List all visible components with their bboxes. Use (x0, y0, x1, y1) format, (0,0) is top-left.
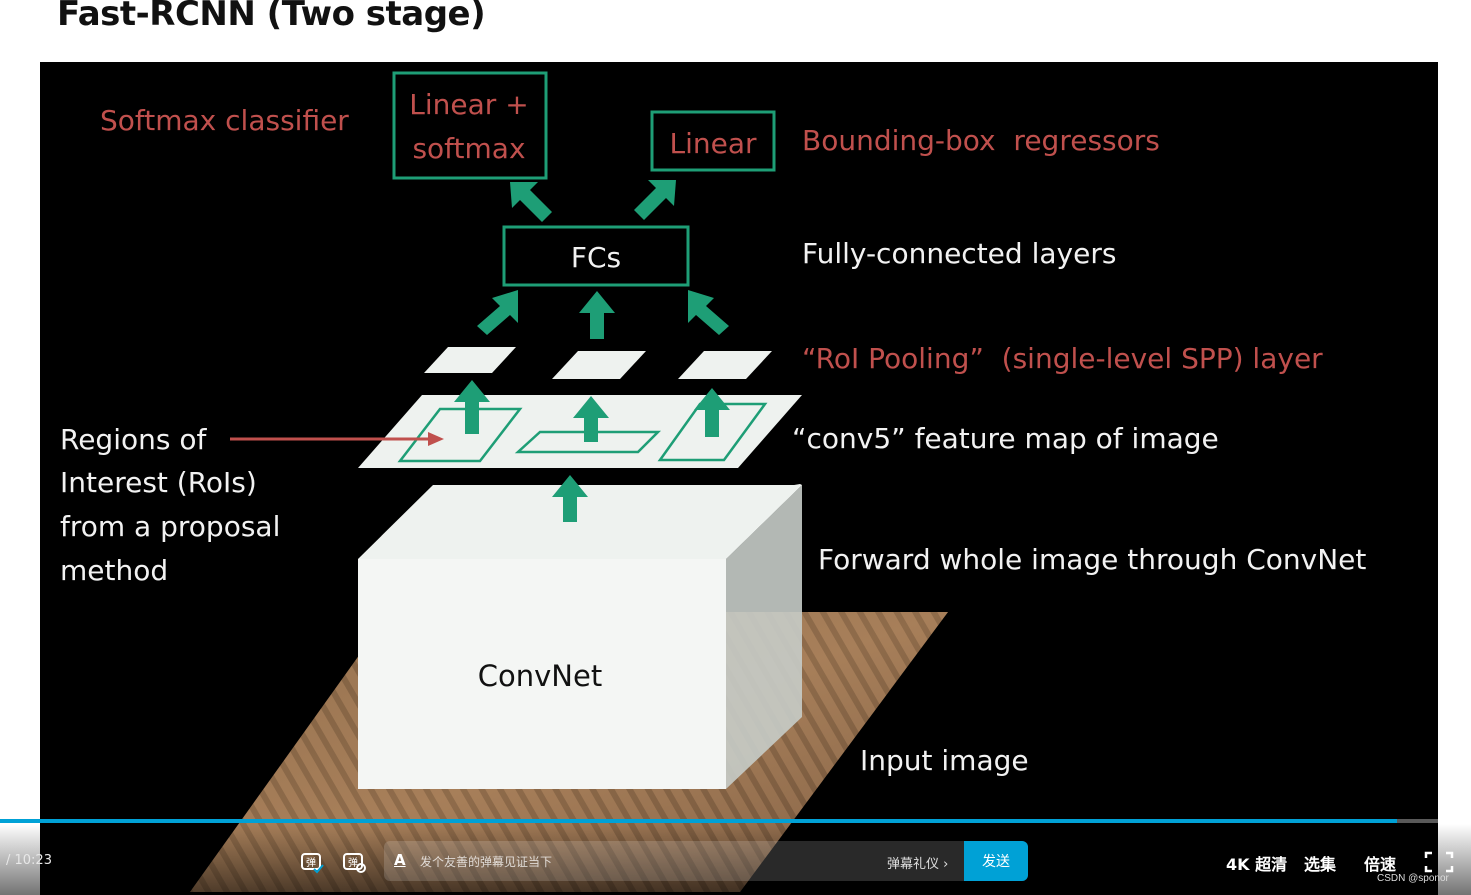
roi-box-3 (657, 402, 768, 462)
linear-softmax-label-line1: Linear + (409, 88, 528, 121)
danmaku-input[interactable] (418, 841, 882, 881)
roi-pool-3 (678, 351, 772, 379)
episodes-button[interactable]: 选集 (1304, 855, 1337, 874)
arrow-roi2-to-pool (573, 396, 609, 442)
arrow-roi1-to-pool (454, 380, 490, 434)
linear-softmax-label-line2: softmax (412, 132, 525, 165)
fullscreen-icon[interactable] (1424, 850, 1454, 874)
roi-box-1 (397, 407, 523, 463)
font-a-icon[interactable]: A (394, 851, 406, 869)
input-image-label: Input image (860, 744, 1029, 777)
danmaku-bar: A 弹幕礼仪 › 发送 (384, 841, 1028, 881)
roi-pooling-label: “RoI Pooling” (single-level SPP) layer (802, 342, 1323, 375)
time-display: / 10:23 (6, 853, 52, 868)
rois-pointer-head (428, 432, 444, 446)
linear-box (650, 110, 776, 172)
svg-text:弹: 弹 (306, 856, 316, 869)
progress-bar-fill (0, 819, 1398, 823)
convnet-label: ConvNet (478, 659, 602, 693)
arrow-pool3-to-fcs (688, 290, 729, 335)
danmaku-etiquette-link[interactable]: 弹幕礼仪 › (887, 857, 949, 872)
arrow-convnet-to-conv5 (552, 475, 588, 522)
forward-label: Forward whole image through ConvNet (818, 543, 1366, 576)
player-controls: / 10:23 弹 弹 A 弹幕礼仪 › 发送 4K 超清 选集 倍速 (0, 824, 1471, 895)
regions-label-line4: method (60, 554, 168, 587)
softmax-classifier-label: Softmax classifier (100, 104, 349, 137)
regions-label-line3: from a proposal (60, 510, 280, 543)
convnet-box-front (358, 559, 726, 789)
arrow-roi3-to-pool (694, 388, 730, 437)
arrow-pool2-to-fcs (579, 291, 615, 339)
fcs-label: FCs (571, 241, 621, 274)
progress-bar[interactable] (0, 819, 1471, 823)
slide-title: Fast-RCNN (Two stage) (57, 0, 486, 34)
csdn-watermark: CSDN @sponor (1377, 873, 1449, 884)
fully-connected-label: Fully-connected layers (802, 237, 1116, 270)
conv5-label: “conv5” feature map of image (792, 422, 1219, 455)
speed-button[interactable]: 倍速 (1364, 855, 1397, 874)
bbox-regressors-label: Bounding-box regressors (802, 124, 1160, 157)
regions-label-line1: Regions of (60, 423, 207, 456)
danmaku-settings-icon[interactable]: 弹 (342, 850, 366, 874)
convnet-box-side (726, 485, 802, 789)
regions-label-line2: Interest (RoIs) (60, 466, 257, 499)
video-frame[interactable]: ConvNet FCs Linear + softmax Linear (40, 62, 1438, 895)
roi-pool-2 (552, 351, 646, 379)
arrow-fcs-to-softmax (510, 182, 552, 222)
linear-softmax-box (392, 71, 548, 180)
roi-box-2 (514, 430, 662, 454)
danmaku-toggle-icon[interactable]: 弹 (300, 850, 324, 874)
linear-label: Linear (669, 127, 757, 160)
arrow-pool1-to-fcs (477, 290, 518, 335)
flow-arrows (454, 180, 730, 522)
fast-rcnn-diagram: ConvNet FCs Linear + softmax Linear (60, 71, 1366, 892)
fcs-box (502, 225, 690, 287)
quality-selector[interactable]: 4K 超清 (1226, 855, 1288, 874)
arrow-fcs-to-linear (634, 180, 676, 220)
roi-pool-1 (424, 347, 516, 373)
svg-text:弹: 弹 (348, 856, 358, 869)
send-button[interactable]: 发送 (964, 841, 1028, 881)
